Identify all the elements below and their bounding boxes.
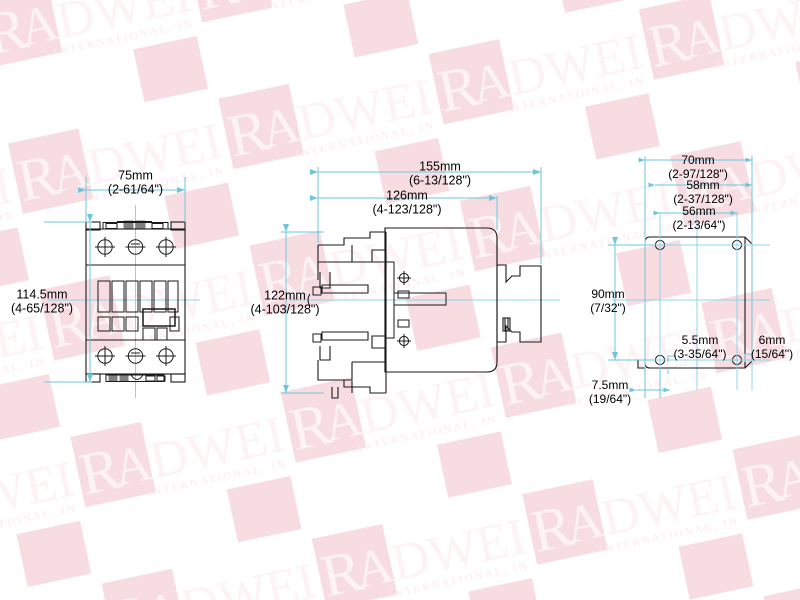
- side-central-detail: [386, 261, 447, 349]
- mounting-plate-view: 70mm (2-97/128") 58mm (2-37/128") 56mm (…: [589, 153, 793, 406]
- dim-plate-hole-span-outer: 58mm (2-37/128"): [648, 178, 752, 206]
- front-upper-vent-slots: [97, 280, 179, 313]
- dim-plate-outer-width-metric: 70mm: [681, 153, 714, 167]
- dim-front-width-imperial: (2-61/64"): [108, 182, 163, 196]
- dim-side-body-depth-metric: 126mm: [386, 188, 428, 202]
- dim-front-height: 114.5mm (4-65/128"): [11, 214, 93, 383]
- front-top-terminal-detail: [102, 220, 169, 230]
- dim-slot-width-imperial: (15/64"): [751, 347, 793, 361]
- dim-slot-width-metric: 6mm: [759, 333, 786, 347]
- dim-side-overall-depth-metric: 155mm: [419, 159, 461, 173]
- dim-front-height-imperial: (4-65/128"): [11, 301, 73, 315]
- dim-plate-hole-span-outer-metric: 58mm: [686, 178, 719, 192]
- dim-front-height-metric: 114.5mm: [16, 287, 67, 301]
- dim-hole-diameter-metric: 5.5mm: [682, 333, 719, 347]
- dim-bottom-offset: 7.5mm (19/64"): [589, 368, 670, 406]
- dim-hole-diameter-imperial: (3-35/64"): [674, 347, 727, 361]
- dim-plate-height-metric: 90mm: [591, 287, 624, 301]
- dim-bottom-offset-imperial: (19/64"): [589, 392, 631, 406]
- dim-plate-height-imperial: (7/32"): [590, 301, 626, 315]
- front-upper-terminal-screws: [94, 236, 177, 258]
- dim-plate-hole-span-inner-metric: 56mm: [682, 204, 715, 218]
- dim-front-width-metric: 75mm: [118, 168, 153, 182]
- dim-side-height-metric: 122mm: [264, 288, 306, 302]
- dim-side-overall-depth-imperial: (6-13/128"): [409, 173, 471, 187]
- dim-plate-hole-span-inner-imperial: (2-13/64"): [673, 218, 726, 232]
- dim-plate-hole-span-inner: 56mm (2-13/64"): [653, 204, 737, 232]
- dim-side-height: 122mm (4-103/128"): [250, 224, 324, 394]
- front-lower-terminal-screws: [94, 345, 177, 367]
- front-lower-vent-slots: [97, 316, 180, 341]
- front-view: 75mm (2-61/64") 114.5mm (4-65/128"): [11, 168, 200, 398]
- side-view: 155mm (6-13/128") 126mm (4-123/128") 122…: [250, 159, 560, 399]
- dim-bottom-offset-metric: 7.5mm: [592, 378, 629, 392]
- side-left-housing: [317, 231, 387, 399]
- dim-side-body-depth-imperial: (4-123/128"): [372, 202, 441, 216]
- dim-side-body-depth: 126mm (4-123/128"): [310, 188, 498, 230]
- dim-side-height-imperial: (4-103/128"): [250, 302, 319, 316]
